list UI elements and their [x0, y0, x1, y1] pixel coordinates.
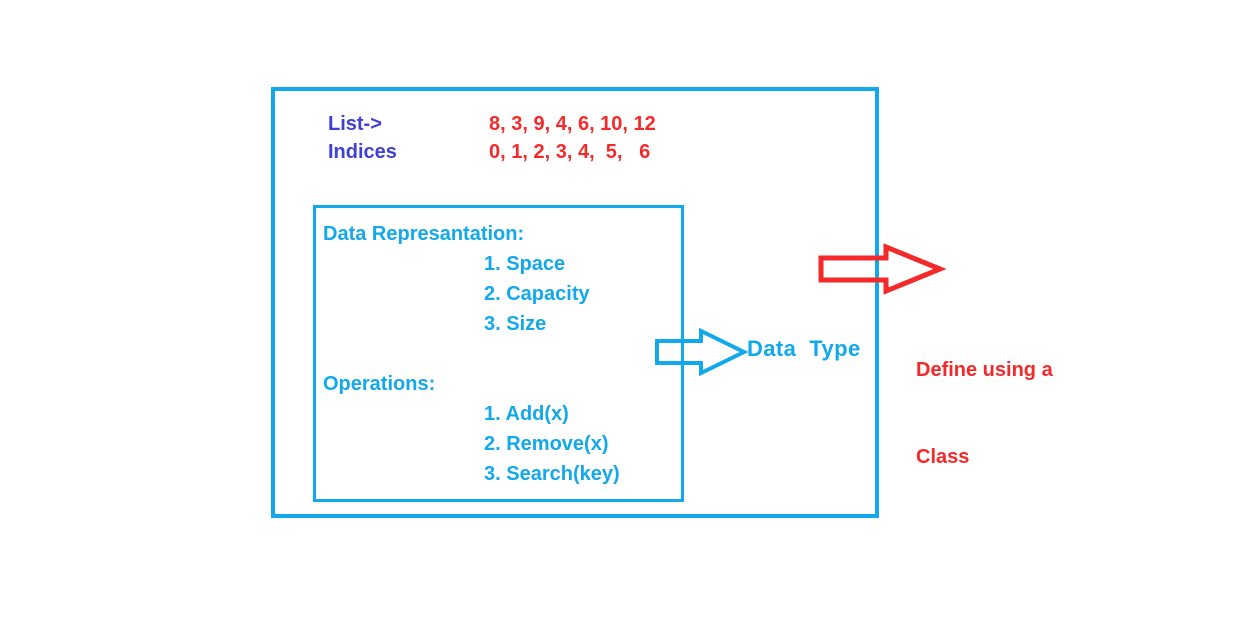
indices-label: Indices — [328, 141, 397, 163]
list-values: 8, 3, 9, 4, 6, 10, 12 — [489, 113, 656, 135]
red-block-arrow-icon — [818, 243, 947, 295]
define-using-class-caption: Define using a Class — [916, 298, 1106, 530]
indices-values: 0, 1, 2, 3, 4, 5, 6 — [489, 141, 651, 163]
data-representation-item-3: 3. Size — [484, 313, 547, 335]
data-representation-item-2: 2. Capacity — [484, 283, 590, 305]
list-label: List-> — [328, 113, 382, 135]
outer-box — [271, 87, 879, 518]
operations-item-3: 3. Search(key) — [484, 463, 620, 485]
define-class-line-2: Class — [916, 446, 970, 468]
operations-item-2: 2. Remove(x) — [484, 433, 609, 455]
inner-box-adt — [313, 205, 684, 502]
data-representation-item-1: 1. Space — [484, 253, 566, 275]
data-representation-heading: Data Represantation: — [323, 223, 525, 245]
operations-heading: Operations: — [323, 373, 436, 395]
operations-item-1: 1. Add(x) — [484, 403, 569, 425]
data-type-caption: Data Type — [747, 336, 861, 361]
blue-block-arrow-icon — [655, 327, 749, 377]
define-class-line-1: Define using a — [916, 359, 1053, 381]
